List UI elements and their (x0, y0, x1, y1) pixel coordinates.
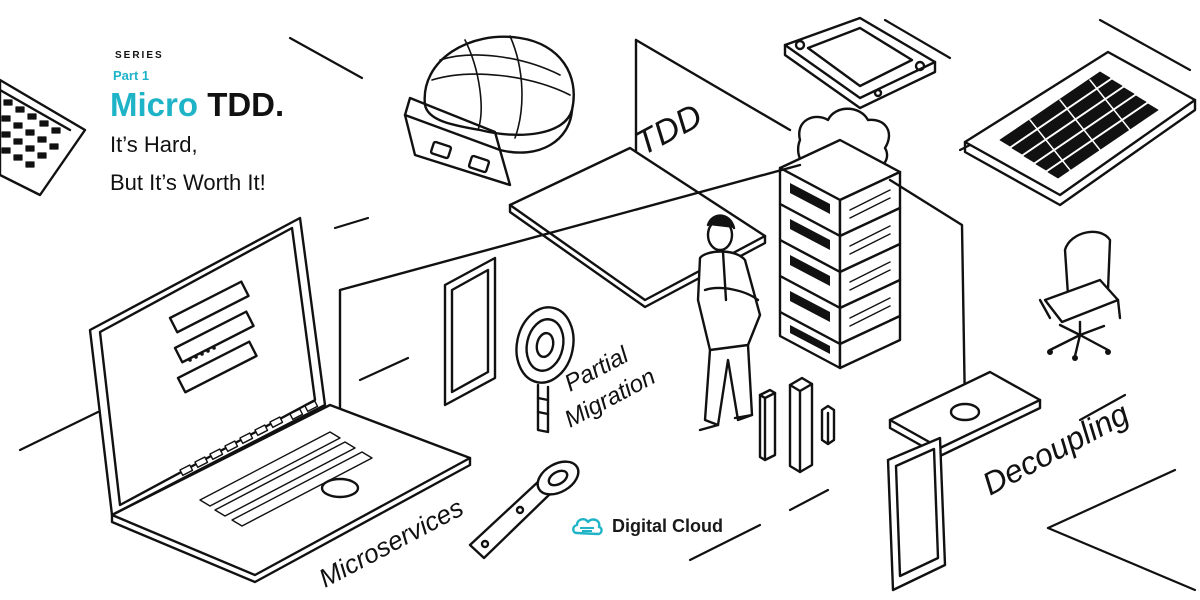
title-rest: TDD. (207, 86, 285, 123)
vr-headset-icon (403, 35, 575, 187)
part-label: Part 1 (113, 68, 150, 83)
server-rack (778, 138, 902, 370)
businessman-figure (696, 214, 762, 432)
page-title: Micro TDD. (110, 88, 284, 121)
keyboard-right-icon (963, 50, 1197, 207)
game-console-icon (783, 16, 937, 110)
subtitle-line-1: It’s Hard, (110, 132, 198, 157)
office-chair-icon (1038, 230, 1122, 361)
decoupling-platform (888, 370, 1042, 458)
magnifier-icon (515, 306, 575, 434)
keyboard-left-icon (0, 78, 87, 197)
cloud-logo-icon (572, 517, 603, 536)
title-accent: Micro (110, 86, 199, 123)
phone-icon (443, 256, 497, 407)
laptop-icon (88, 216, 472, 584)
phone-standing-icon (886, 436, 947, 592)
series-label: SERIES (115, 50, 164, 61)
crystal-columns (758, 376, 836, 474)
brand-name: Digital Cloud (612, 515, 723, 536)
subtitle-line-2: But It’s Worth It! (110, 170, 266, 195)
brand-logo: Digital Cloud (570, 514, 723, 538)
vr-controller-icon (468, 460, 580, 560)
label-tdd: TDD (629, 97, 709, 163)
